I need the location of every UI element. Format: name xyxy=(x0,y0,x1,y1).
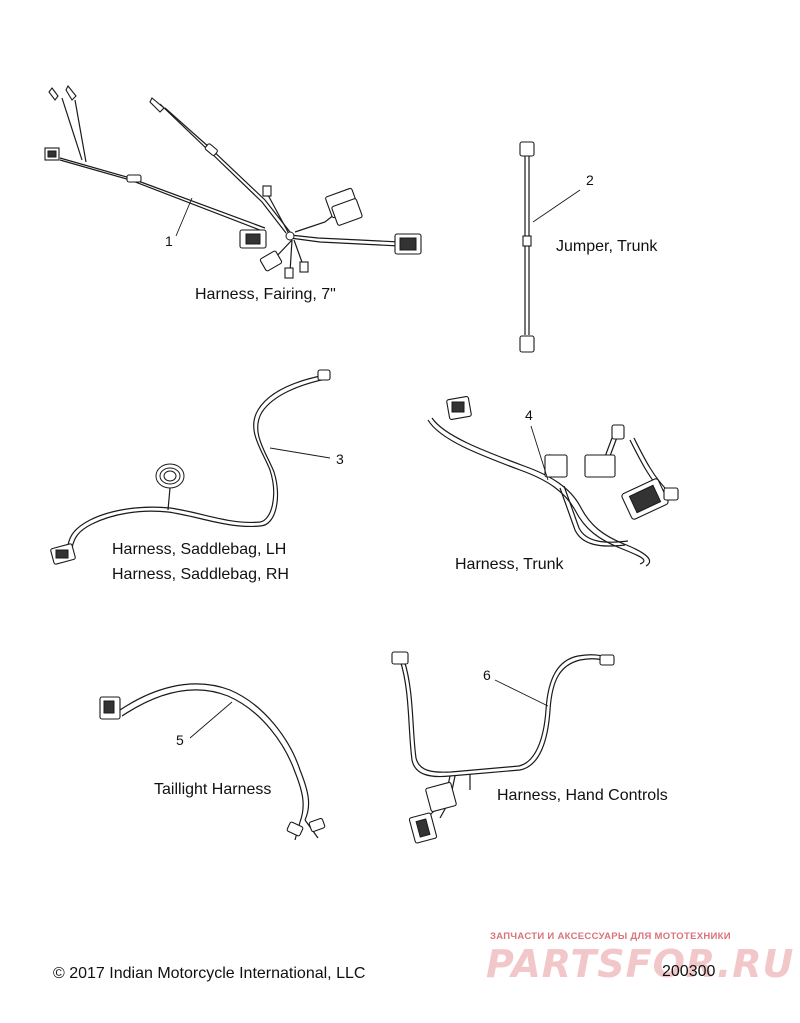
fairing-harness-drawing xyxy=(44,84,422,279)
saddlebag-harness-drawing xyxy=(50,369,331,565)
label-harness-fairing: Harness, Fairing, 7" xyxy=(195,286,336,303)
taillight-harness-drawing xyxy=(99,683,326,841)
watermark-brand: PARTSFOR.RU xyxy=(486,942,795,986)
callout-3: 3 xyxy=(336,451,344,467)
trunk-harness-drawing xyxy=(427,396,679,567)
label-harness-saddlebag-rh: Harness, Saddlebag, RH xyxy=(112,566,289,583)
watermark-tagline: ЗАПЧАСТИ И АКСЕССУАРЫ ДЛЯ МОТОТЕХНИКИ xyxy=(490,931,731,942)
label-harness-saddlebag-lh: Harness, Saddlebag, LH xyxy=(112,541,287,558)
diagram-number: 200300 xyxy=(662,963,716,980)
callout-5: 5 xyxy=(176,732,184,748)
label-harness-hand-controls: Harness, Hand Controls xyxy=(497,787,668,804)
callout-1: 1 xyxy=(165,233,173,249)
copyright-text: © 2017 Indian Motorcycle International, … xyxy=(53,965,366,982)
label-jumper-trunk: Jumper, Trunk xyxy=(556,238,658,255)
label-harness-trunk: Harness, Trunk xyxy=(455,556,564,573)
callout-4: 4 xyxy=(525,407,533,423)
label-taillight-harness: Taillight Harness xyxy=(154,781,272,798)
hand-controls-harness-drawing xyxy=(391,651,615,844)
callout-6: 6 xyxy=(483,667,491,683)
jumper-trunk-drawing xyxy=(519,141,581,353)
callout-2: 2 xyxy=(586,172,594,188)
